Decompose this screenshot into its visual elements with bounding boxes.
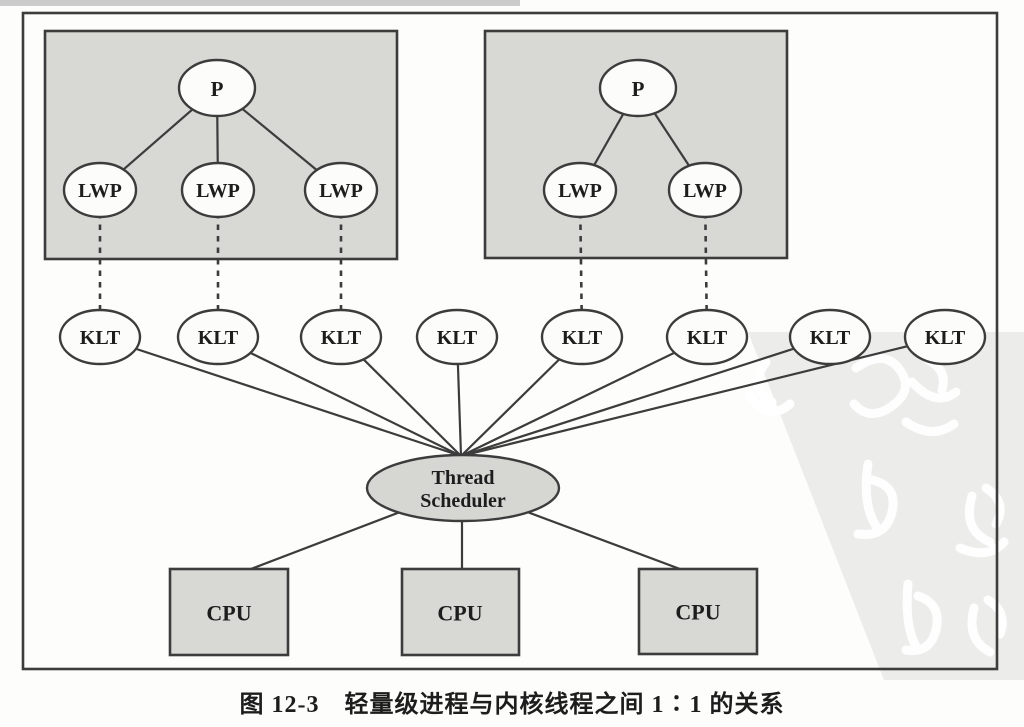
watermark: [745, 332, 1024, 680]
cpu-box-1-label: CPU: [206, 601, 251, 626]
figure-caption: 图 12-3 轻量级进程与内核线程之间 1∶1 的关系: [239, 692, 785, 718]
process-node-p2: [598, 58, 678, 118]
watermark-glyph: [901, 579, 942, 656]
process-node-p1-label: P: [211, 77, 224, 101]
cpu-box-3-label: CPU: [675, 600, 720, 625]
lwp-node-2: [180, 161, 256, 219]
diagram-canvas: P P LWP LWP LWP LWP LWP KLT KLT KLT KLT …: [0, 0, 1024, 680]
lwp-node-3: [303, 161, 379, 219]
klt-node-2: [176, 308, 260, 366]
lwp-node-4: [542, 161, 618, 219]
klt-scheduler-link: [99, 335, 462, 458]
watermark-glyph: [853, 459, 898, 540]
thread-scheduler-label-line2: Scheduler: [420, 490, 506, 512]
thread-scheduler-label-line1: Thread: [432, 467, 495, 489]
klt-node-3: [299, 308, 383, 366]
cpu-box-2: [400, 567, 521, 657]
lwp-node-1: [62, 161, 138, 219]
klt-node-2-label: KLT: [198, 327, 239, 349]
thread-scheduler-node: [365, 453, 561, 523]
klt-node-7: [788, 308, 872, 366]
klt-node-7-label: KLT: [810, 327, 851, 349]
klt-scheduler-link: [460, 335, 946, 458]
klt-node-6: [665, 308, 749, 366]
klt-node-6-label: KLT: [687, 327, 728, 349]
klt-node-3-label: KLT: [321, 327, 362, 349]
cpu-box-3: [637, 567, 759, 656]
lwp-node-5: [667, 161, 743, 219]
klt-scheduler-link: [217, 336, 462, 457]
watermark-glyph: [745, 357, 795, 416]
lwp-node-5-label: LWP: [683, 180, 727, 202]
klt-scheduler-links: [99, 335, 946, 458]
lwp-node-4-label: LWP: [558, 180, 602, 202]
watermark-glyph: [967, 595, 1007, 657]
watermark-glyph: [849, 354, 910, 418]
lwp-node-1-label: LWP: [78, 180, 122, 202]
process-node-p1: [177, 58, 257, 118]
lwp-node-3-label: LWP: [319, 180, 363, 202]
klt-node-1-label: KLT: [80, 327, 121, 349]
klt-node-4-label: KLT: [437, 327, 478, 349]
klt-scheduler-link: [460, 336, 708, 457]
outer-border: [21, 11, 999, 671]
klt-node-5: [540, 308, 624, 366]
cpu-box-2-label: CPU: [437, 601, 482, 626]
cpu-box-1: [168, 567, 290, 657]
klt-node-4: [415, 308, 499, 366]
scan-strip: [0, 0, 520, 6]
process-node-p2-label: P: [632, 77, 645, 101]
klt-node-5-label: KLT: [562, 327, 603, 349]
klt-node-8-label: KLT: [925, 327, 966, 349]
watermark-band: [748, 332, 1024, 680]
klt-scheduler-link: [460, 335, 831, 458]
lwp-node-2-label: LWP: [196, 180, 240, 202]
klt-node-1: [58, 308, 142, 366]
klt-node-8: [903, 308, 987, 366]
